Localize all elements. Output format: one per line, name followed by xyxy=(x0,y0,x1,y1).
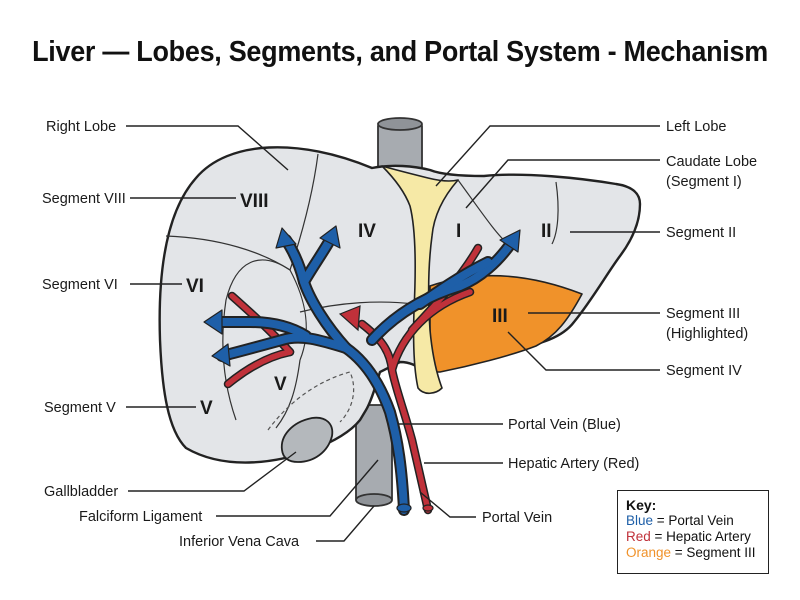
gallbladder xyxy=(280,416,334,463)
segment-vi-label: VI xyxy=(186,276,204,297)
leader-lines xyxy=(126,125,660,542)
key-text-orange: = Segment III xyxy=(671,545,756,560)
label-portal-vein: Portal Vein xyxy=(482,510,552,526)
key-color-orange: Orange xyxy=(626,545,672,560)
label-falciform-ligament: Falciform Ligament xyxy=(79,509,202,525)
segment-ii-label: II xyxy=(541,221,552,242)
gallbladder-dashed-outline xyxy=(267,371,355,431)
portal-vein-arrowheads xyxy=(203,225,521,367)
key-item-red: Red = Hepatic Artery xyxy=(626,529,760,545)
segment-viii-label: VIII xyxy=(240,191,269,212)
label-right-lobe: Right Lobe xyxy=(46,119,116,135)
diagram-title: Liver — Lobes, Segments, and Portal Syst… xyxy=(32,36,768,68)
label-segment-iii-sub: (Highlighted) xyxy=(666,326,748,342)
segment-iv-label: IV xyxy=(358,221,376,242)
key-color-red: Red xyxy=(626,529,651,544)
label-inferior-vena-cava: Inferior Vena Cava xyxy=(179,534,300,550)
label-caudate-lobe-sub: (Segment I) xyxy=(666,174,742,190)
key-item-blue: Blue = Portal Vein xyxy=(626,513,760,529)
key-title: Key: xyxy=(626,497,657,513)
portal-vein-end xyxy=(396,503,412,513)
key-item-orange: Orange = Segment III xyxy=(626,545,760,561)
label-hepatic-artery-red: Hepatic Artery (Red) xyxy=(508,456,639,472)
hepatic-artery-arrowhead xyxy=(338,305,361,332)
label-segment-ii: Segment II xyxy=(666,225,736,241)
label-caudate-lobe: Caudate Lobe xyxy=(666,154,757,170)
label-segment-viii: Segment VIII xyxy=(42,191,126,207)
vena-cava-top-opening xyxy=(377,117,423,131)
hepatic-artery-end xyxy=(422,504,434,512)
segment-iii-label: III xyxy=(492,306,508,327)
key-text-red: = Hepatic Artery xyxy=(650,529,751,544)
label-portal-vein-blue: Portal Vein (Blue) xyxy=(508,417,621,433)
label-segment-iv: Segment IV xyxy=(666,363,742,379)
label-gallbladder: Gallbladder xyxy=(44,484,118,500)
label-segment-iii: Segment III xyxy=(666,306,740,322)
label-segment-v: Segment V xyxy=(44,400,116,416)
key-text-blue: = Portal Vein xyxy=(653,513,734,528)
segment-v-upper-label: V xyxy=(274,374,287,395)
segment-i-label: I xyxy=(456,221,461,242)
label-segment-vi: Segment VI xyxy=(42,277,118,293)
key-box: Key: Blue = Portal Vein Red = Hepatic Ar… xyxy=(617,490,769,574)
label-left-lobe: Left Lobe xyxy=(666,119,726,135)
segment-v-lower-label: V xyxy=(200,398,213,419)
falciform-ligament xyxy=(381,165,459,395)
vena-cava-bottom-opening xyxy=(355,493,393,507)
key-color-blue: Blue xyxy=(626,513,654,528)
